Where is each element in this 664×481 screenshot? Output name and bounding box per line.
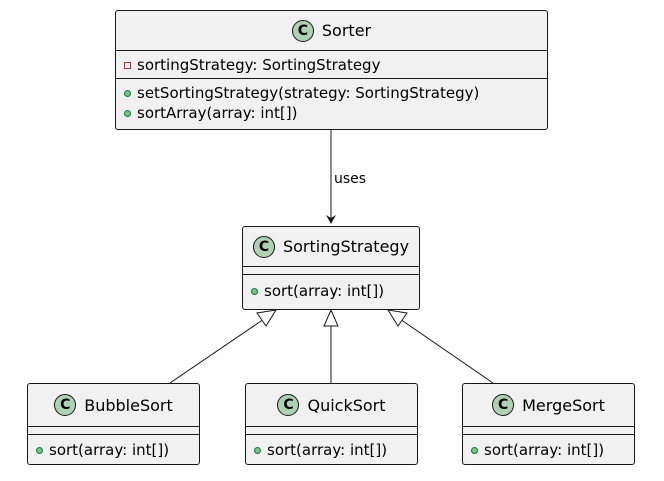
class-name: QuickSort <box>307 395 386 415</box>
class-name: Sorter <box>321 21 372 40</box>
inheritance-mergesort <box>386 309 494 384</box>
method-row: sortArray(array: int[]) <box>116 103 547 123</box>
method-row: sort(array: int[]) <box>463 440 634 460</box>
class-quicksort[interactable]: C QuickSort sort(array: int[]) <box>245 383 418 465</box>
class-icon: C <box>252 235 275 258</box>
public-visibility-icon <box>36 446 43 454</box>
methods-section: sort(array: int[]) <box>243 275 419 305</box>
public-visibility-icon <box>251 287 258 295</box>
class-icon: C <box>277 394 300 416</box>
class-sortingstrategy[interactable]: C SortingStrategy sort(array: int[]) <box>242 226 420 310</box>
method-row: sort(array: int[]) <box>28 440 199 460</box>
public-visibility-icon <box>124 89 131 97</box>
class-name: MergeSort <box>522 395 605 415</box>
methods-section: setSortingStrategy(strategy: SortingStra… <box>116 79 547 125</box>
class-header: C BubbleSort <box>28 384 199 427</box>
method-text: sort(array: int[]) <box>264 282 385 300</box>
class-mergesort[interactable]: C MergeSort sort(array: int[]) <box>462 383 635 465</box>
method-text: sortArray(array: int[]) <box>137 104 298 122</box>
class-header: C MergeSort <box>463 384 634 427</box>
methods-section: sort(array: int[]) <box>246 435 417 463</box>
methods-section: sort(array: int[]) <box>463 435 634 463</box>
class-header: C QuickSort <box>246 384 417 427</box>
attributes-section <box>28 427 199 435</box>
method-text: sort(array: int[]) <box>484 441 605 459</box>
class-icon: C <box>492 394 515 416</box>
class-header: C SortingStrategy <box>243 227 419 267</box>
class-bubblesort[interactable]: C BubbleSort sort(array: int[]) <box>27 383 200 465</box>
class-name: BubbleSort <box>84 395 173 415</box>
class-icon: C <box>54 394 77 416</box>
method-row: setSortingStrategy(strategy: SortingStra… <box>116 83 547 103</box>
attribute-text: sortingStrategy: SortingStrategy <box>137 56 381 74</box>
method-text: sort(array: int[]) <box>49 441 170 459</box>
public-visibility-icon <box>471 446 478 454</box>
method-row: sort(array: int[]) <box>243 281 419 301</box>
class-name: SortingStrategy <box>282 237 410 256</box>
method-row: sort(array: int[]) <box>246 440 417 460</box>
class-header: C Sorter <box>116 11 547 51</box>
attributes-section: sortingStrategy: SortingStrategy <box>116 51 547 79</box>
method-text: sort(array: int[]) <box>267 441 388 459</box>
private-visibility-icon <box>124 61 131 69</box>
attributes-section <box>463 427 634 435</box>
attributes-section <box>246 427 417 435</box>
public-visibility-icon <box>254 446 261 454</box>
class-icon: C <box>291 19 314 42</box>
attribute-row: sortingStrategy: SortingStrategy <box>116 55 547 75</box>
public-visibility-icon <box>124 109 131 117</box>
inheritance-quicksort <box>323 308 339 383</box>
class-sorter[interactable]: C Sorter sortingStrategy: SortingStrateg… <box>115 10 548 130</box>
uses-label: uses <box>334 171 367 187</box>
methods-section: sort(array: int[]) <box>28 435 199 463</box>
attributes-section <box>243 267 419 275</box>
inheritance-bubblesort <box>169 309 278 384</box>
method-text: setSortingStrategy(strategy: SortingStra… <box>137 84 480 102</box>
